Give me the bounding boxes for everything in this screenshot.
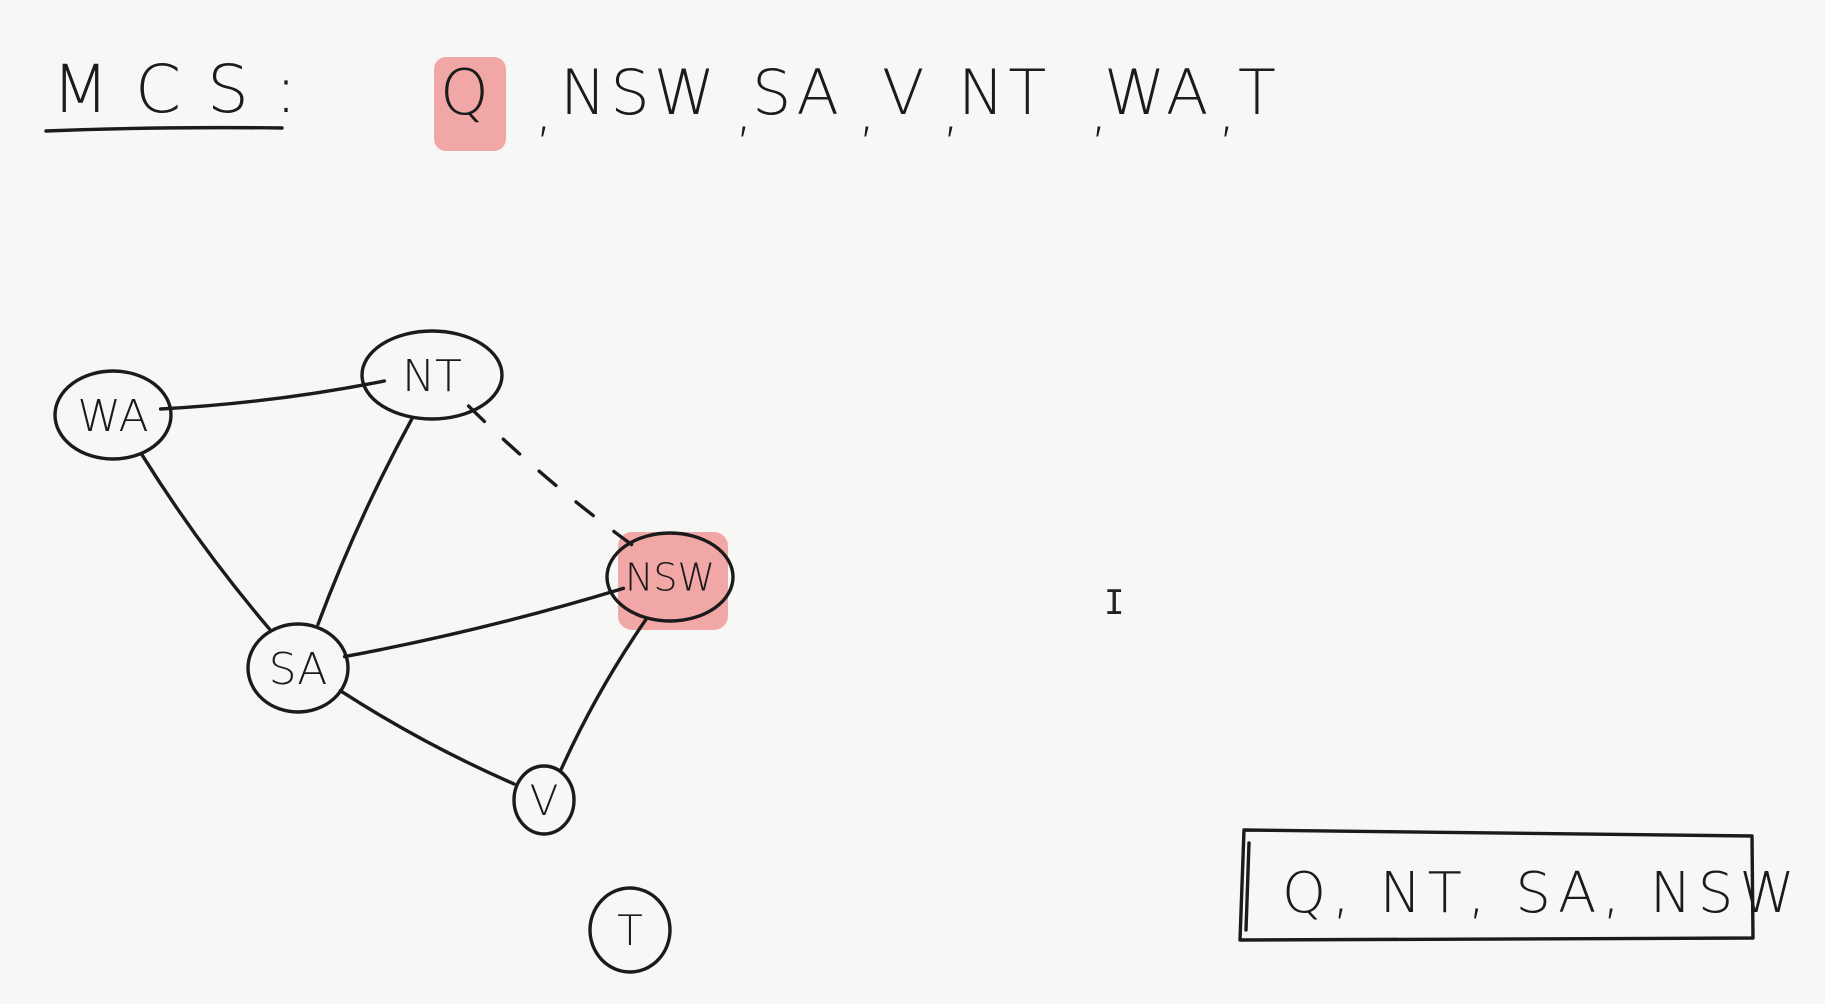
ordering-separator: , [858, 79, 876, 144]
node-nt: NT [360, 329, 504, 421]
node-outline [360, 329, 504, 421]
result-box-border [1238, 828, 1755, 942]
edge-wa-nt [158, 379, 387, 411]
node-v: V [512, 764, 576, 836]
ordering-separator: , [535, 79, 553, 144]
ordering-separator: , [1090, 79, 1108, 144]
ordering-item-wa: WA [1104, 56, 1212, 129]
nsw-highlight [618, 532, 728, 630]
result-box-text: Q, NT, SA, NSW [1282, 861, 1801, 926]
mcs-ordering: Q,NSW,SA,V,NT,WA,T [440, 56, 1280, 144]
graph-edges [139, 379, 649, 786]
ordering-item-sa: SA [752, 56, 843, 129]
node-outline [605, 531, 735, 623]
edge-sa-v [338, 689, 516, 786]
ordering-item-nt: NT [958, 56, 1050, 129]
edge-nt-nsw [466, 404, 636, 548]
node-label: V [530, 776, 559, 825]
edge-sa-nsw [342, 586, 626, 659]
edge-nt-sa [316, 417, 414, 626]
node-label: NSW [625, 556, 715, 600]
ordering-item-q: Q [440, 56, 493, 129]
graph-nodes: WA NT SA NSW V T [53, 329, 735, 974]
ordering-item-v: V [882, 56, 928, 129]
node-label: WA [77, 391, 148, 442]
edge-wa-sa [139, 452, 272, 631]
ordering-highlight [434, 57, 506, 151]
ordering-separator: , [1218, 79, 1236, 144]
node-nsw: NSW [605, 531, 735, 623]
ordering-item-t: T [1238, 56, 1280, 129]
text-cursor-icon: I [1104, 583, 1125, 623]
ordering-separator: , [735, 79, 753, 144]
edge-nsw-v [559, 617, 649, 773]
ordering-item-nsw: NSW [560, 56, 719, 129]
node-sa: SA [246, 622, 350, 714]
mcs-underline [44, 125, 284, 133]
node-outline [53, 369, 173, 461]
ordering-separator: , [942, 79, 960, 144]
node-label: NT [402, 351, 462, 402]
node-outline [512, 764, 576, 836]
node-outline [246, 622, 350, 714]
node-t: T [588, 886, 672, 974]
node-label: T [617, 906, 643, 955]
node-label: SA [269, 644, 328, 695]
mcs-heading: MCS: [52, 51, 323, 128]
node-outline [588, 886, 672, 974]
node-wa: WA [53, 369, 173, 461]
